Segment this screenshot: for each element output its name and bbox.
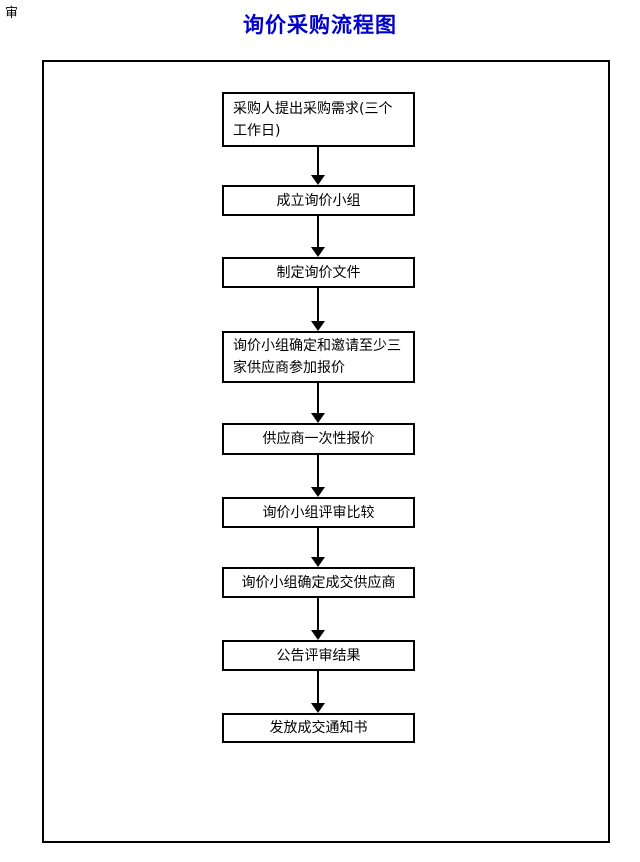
down-arrow [311,383,325,423]
flow-step-form-inquiry-team: 成立询价小组 [222,185,415,216]
arrow-head-icon [311,630,325,640]
flow-step-issue-award-notice: 发放成交通知书 [222,713,415,743]
down-arrow [311,455,325,497]
arrow-head-icon [311,557,325,567]
arrow-head-icon [311,703,325,713]
arrow-shaft [317,455,319,487]
flow-step-determine-winning-supplier: 询价小组确定成交供应商 [222,567,415,598]
arrow-head-icon [311,321,325,331]
down-arrow [311,528,325,567]
arrow-shaft [317,671,319,703]
down-arrow [311,288,325,331]
down-arrow [311,671,325,713]
arrow-shaft [317,383,319,413]
flow-step-announce-review-result: 公告评审结果 [222,640,415,671]
arrow-head-icon [311,413,325,423]
arrow-shaft [317,147,319,175]
arrow-shaft [317,598,319,630]
flow-step-purchase-request: 采购人提出采购需求(三个 工作日) [222,92,415,147]
arrow-shaft [317,216,319,247]
page-title: 询价采购流程图 [243,13,397,37]
review-corner-mark: 审 [5,6,19,21]
down-arrow [311,216,325,257]
arrow-shaft [317,288,319,321]
flow-step-supplier-one-time-quote: 供应商一次性报价 [222,423,415,455]
flow-step-invite-suppliers: 询价小组确定和邀请至少三 家供应商参加报价 [222,331,415,383]
down-arrow [311,598,325,640]
down-arrow [311,147,325,185]
flow-step-prepare-inquiry-document: 制定询价文件 [222,257,415,288]
arrow-head-icon [311,247,325,257]
arrow-shaft [317,528,319,557]
arrow-head-icon [311,175,325,185]
flow-step-team-review-compare: 询价小组评审比较 [222,497,415,528]
arrow-head-icon [311,487,325,497]
